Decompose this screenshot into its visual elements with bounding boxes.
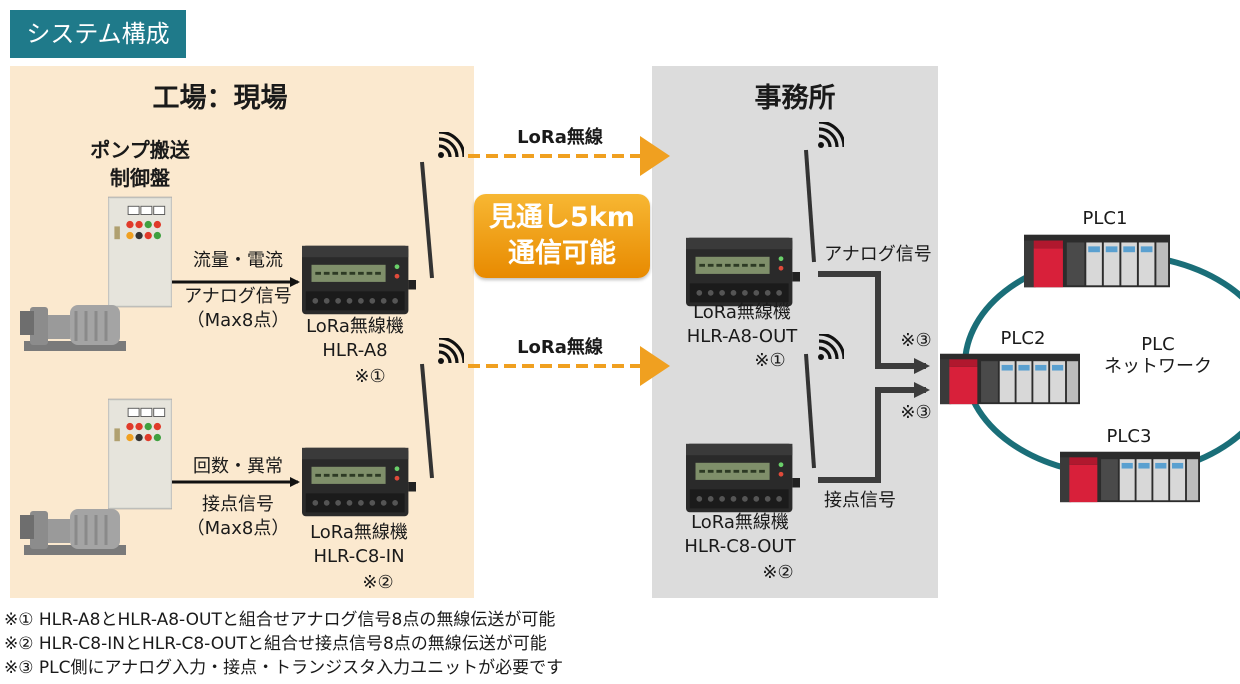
footnotes: ※① HLR-A8とHLR-A8-OUTと組合せアナログ信号8点の無線伝送が可能… [4,608,563,680]
lora-label-bottom: LoRa無線 [517,337,603,358]
control-panel-2 [108,398,172,510]
footnote-1: ※① HLR-A8とHLR-A8-OUTと組合せアナログ信号8点の無線伝送が可能 [4,610,556,630]
office-signal-contact: 接点信号 [824,490,896,511]
signal-label-count-alarm: 回数・異常 [193,456,283,477]
signal-type-analog: アナログ信号 [184,286,292,307]
device-model-hlr-c8-out: HLR-C8-OUT [684,536,796,557]
office-heading: 事務所 [754,83,836,114]
device-note-4: ※② [762,562,794,583]
device-model-hlr-c8-in: HLR-C8-IN [313,546,405,567]
device-name-hlr-a8-out: LoRa無線機 [693,302,791,323]
plc3-rack [1060,451,1200,503]
footnote-2: ※② HLR-C8-INとHLR-C8-OUTと組合せ接点信号8点の無線伝送が可… [4,634,547,654]
radio-hlr-a8 [302,244,416,316]
signal-max-2: （Max8点） [186,518,290,539]
section-title: システム構成 [10,10,186,58]
contact-output-line [818,382,930,483]
wave-icon [818,122,844,148]
plc1-rack [1024,234,1170,288]
radio-hlr-c8-out [686,442,800,514]
device-name-hlr-c8-in: LoRa無線機 [310,522,408,543]
plc-network-label: PLC ネットワーク [1104,334,1212,377]
range-badge: 見通し5km 通信可能 [474,194,650,278]
plc2-rack [940,353,1080,405]
wave-icon [438,132,464,158]
plc3-label: PLC3 [1106,426,1152,447]
plc-input-note-bottom: ※③ [900,402,932,423]
device-name-hlr-c8-out: LoRa無線機 [691,512,789,533]
plc1-label: PLC1 [1082,208,1128,229]
lora-label-top: LoRa無線 [517,127,603,148]
signal-label-flow-current: 流量・電流 [193,250,283,271]
footnote-3: ※③ PLC側にアナログ入力・接点・トランジスタ入力ユニットが必要です [4,658,564,678]
panel-label: ポンプ搬送 制御盤 [90,138,190,190]
device-model-hlr-a8: HLR-A8 [322,340,388,361]
device-note-2: ※② [362,572,394,593]
pump-1 [20,303,128,353]
radio-hlr-a8-out [686,236,800,308]
plc-input-note-top: ※③ [900,330,932,351]
wave-icon [438,338,464,364]
control-panel-1 [108,196,172,308]
device-name-hlr-a8: LoRa無線機 [306,316,404,337]
pump-2 [20,507,128,557]
signal-type-contact: 接点信号 [202,494,274,515]
factory-heading: 工場：現場 [152,83,288,114]
office-signal-analog: アナログ信号 [824,244,932,265]
device-note-3: ※① [754,350,786,371]
plc2-label: PLC2 [1000,328,1046,349]
device-note-1: ※① [354,366,386,387]
signal-max-1: （Max8点） [186,310,290,331]
analog-output-line [818,271,930,374]
radio-hlr-c8-in [302,446,416,518]
device-model-hlr-a8-out: HLR-A8-OUT [686,326,798,347]
